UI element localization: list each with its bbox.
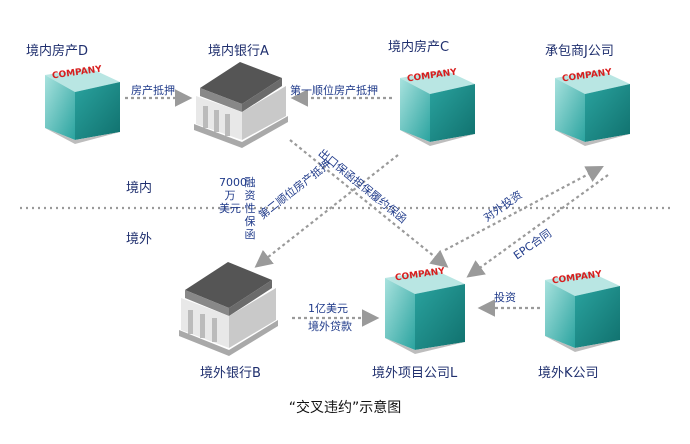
- node-label-bank-a: 境内银行A: [208, 44, 269, 59]
- edge-label-loan-amount: 1亿美元: [308, 302, 348, 315]
- arrow-j-to-l: [466, 174, 609, 278]
- standby-lc-part: 保: [244, 215, 256, 228]
- company-building-d: [45, 68, 120, 144]
- standby-lc-part: 美元: [219, 202, 241, 215]
- company-building-c: [400, 70, 475, 146]
- node-label-company-k: 境外K公司: [538, 366, 599, 381]
- standby-lc-part: 融: [244, 176, 256, 189]
- standby-lc-part: 函: [244, 228, 256, 241]
- region-label-overseas: 境外: [126, 232, 153, 247]
- node-label-real-estate-c: 境内房产C: [388, 40, 450, 55]
- standby-lc-part: 万: [224, 189, 236, 202]
- region-label-domestic: 境内: [126, 181, 153, 196]
- company-building-k: [545, 272, 620, 352]
- edge-label-mortgage: 房产抵押: [131, 84, 175, 97]
- company-building-j: [555, 70, 630, 146]
- node-label-contractor-j: 承包商J公司: [545, 44, 614, 59]
- bank-building-a: [194, 62, 288, 148]
- arrow-a-to-l: [289, 139, 449, 268]
- company-building-l: [385, 270, 465, 354]
- bank-building-b: [179, 262, 278, 356]
- standby-lc-part: 资: [244, 189, 256, 202]
- node-label-real-estate-d: 境内房产D: [26, 44, 89, 59]
- node-label-project-l: 境外项目公司L: [372, 366, 458, 381]
- standby-lc-part: 7000: [219, 176, 247, 189]
- edge-label-standby-lc-amount: 7000 万 美元: [219, 176, 247, 215]
- node-label-bank-b: 境外银行B: [200, 366, 261, 381]
- diagram-caption: “交叉违约”示意图: [288, 400, 402, 416]
- edge-label-loan-type: 境外贷款: [308, 320, 352, 333]
- edge-label-invest: 投资: [494, 291, 516, 304]
- standby-lc-part: 性: [244, 202, 256, 215]
- edge-label-first-mortgage: 第一顺位房产抵押: [290, 84, 378, 97]
- edge-label-standby-lc-type: 融 资 性 保 函: [243, 176, 257, 241]
- arrow-l-to-j: [444, 165, 604, 251]
